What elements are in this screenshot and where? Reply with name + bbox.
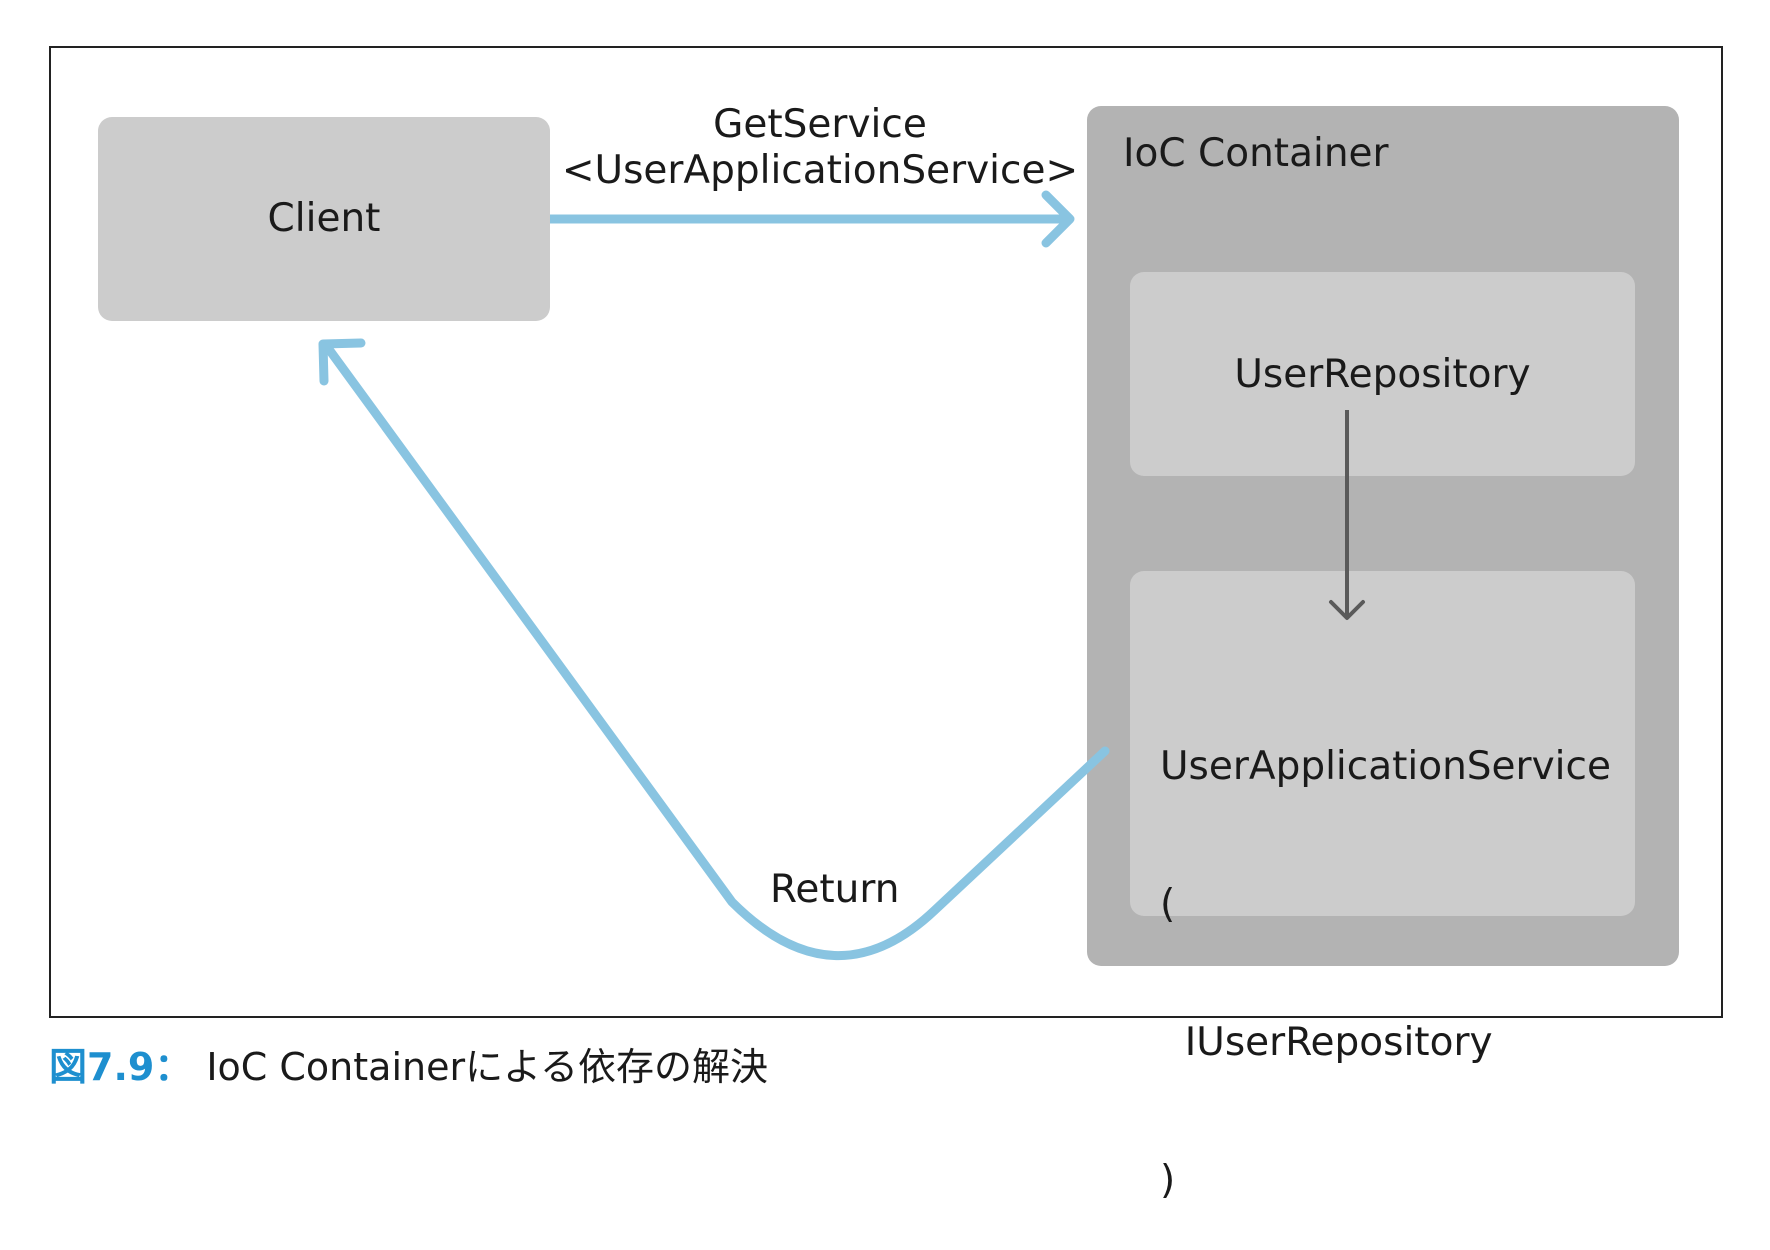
user-repository-label: UserRepository <box>1234 352 1531 397</box>
diagram-frame <box>49 46 1723 1018</box>
figure-caption: 図7.9： IoC Containerによる依存の解決 <box>49 1048 768 1086</box>
dependency-arrow <box>1329 410 1365 620</box>
client-label: Client <box>267 196 381 241</box>
service-line: ( <box>1160 882 1176 927</box>
get-service-arrow <box>550 190 1075 248</box>
get-service-line-1: GetService <box>713 102 927 147</box>
return-label: Return <box>770 867 900 912</box>
return-arrow <box>318 338 1110 961</box>
user-application-service-label: UserApplicationService ( IUserRepository… <box>1160 652 1611 1250</box>
ioc-container-label: IoC Container <box>1123 131 1389 176</box>
arrows-layer <box>318 190 1365 961</box>
client-box <box>98 117 550 321</box>
get-service-line-2: <UserApplicationService> <box>561 148 1079 193</box>
service-line: UserApplicationService <box>1160 744 1611 789</box>
get-service-label: GetService <UserApplicationService> <box>560 102 1080 194</box>
user-repository-box <box>1130 272 1635 476</box>
caption-text: IoC Containerによる依存の解決 <box>206 1045 768 1089</box>
user-application-service-box <box>1130 571 1635 916</box>
service-line: ) <box>1160 1158 1176 1203</box>
service-line: IUserRepository <box>1160 1020 1493 1065</box>
caption-number: 図7.9： <box>49 1045 193 1089</box>
